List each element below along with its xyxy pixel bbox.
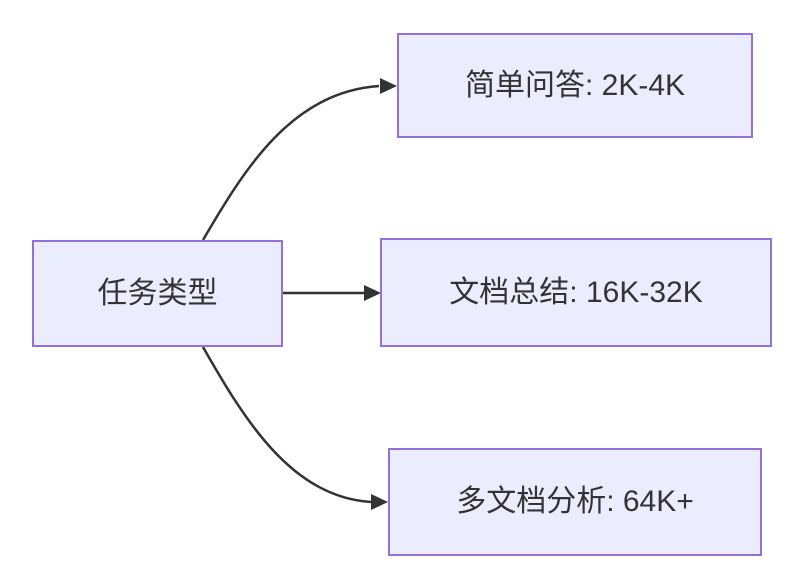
node-task-type-label: 任务类型 [97,276,218,310]
edge-to-multi-doc [201,346,372,504]
node-multi-doc-label: 多文档分析: 64K+ [456,485,694,518]
node-multi-doc: 多文档分析: 64K+ [388,448,762,556]
node-doc-summary-label: 文档总结: 16K-32K [449,275,703,309]
node-simple-qa-label: 简单问答: 2K-4K [464,68,686,102]
arrowhead-simple-qa-icon [380,78,397,94]
node-doc-summary: 文档总结: 16K-32K [380,238,772,347]
edge-to-simple-qa [201,84,380,241]
arrowhead-doc-summary-icon [364,285,381,301]
node-simple-qa: 简单问答: 2K-4K [397,33,753,138]
node-task-type: 任务类型 [32,240,283,347]
arrowhead-multi-doc-icon [371,494,388,510]
